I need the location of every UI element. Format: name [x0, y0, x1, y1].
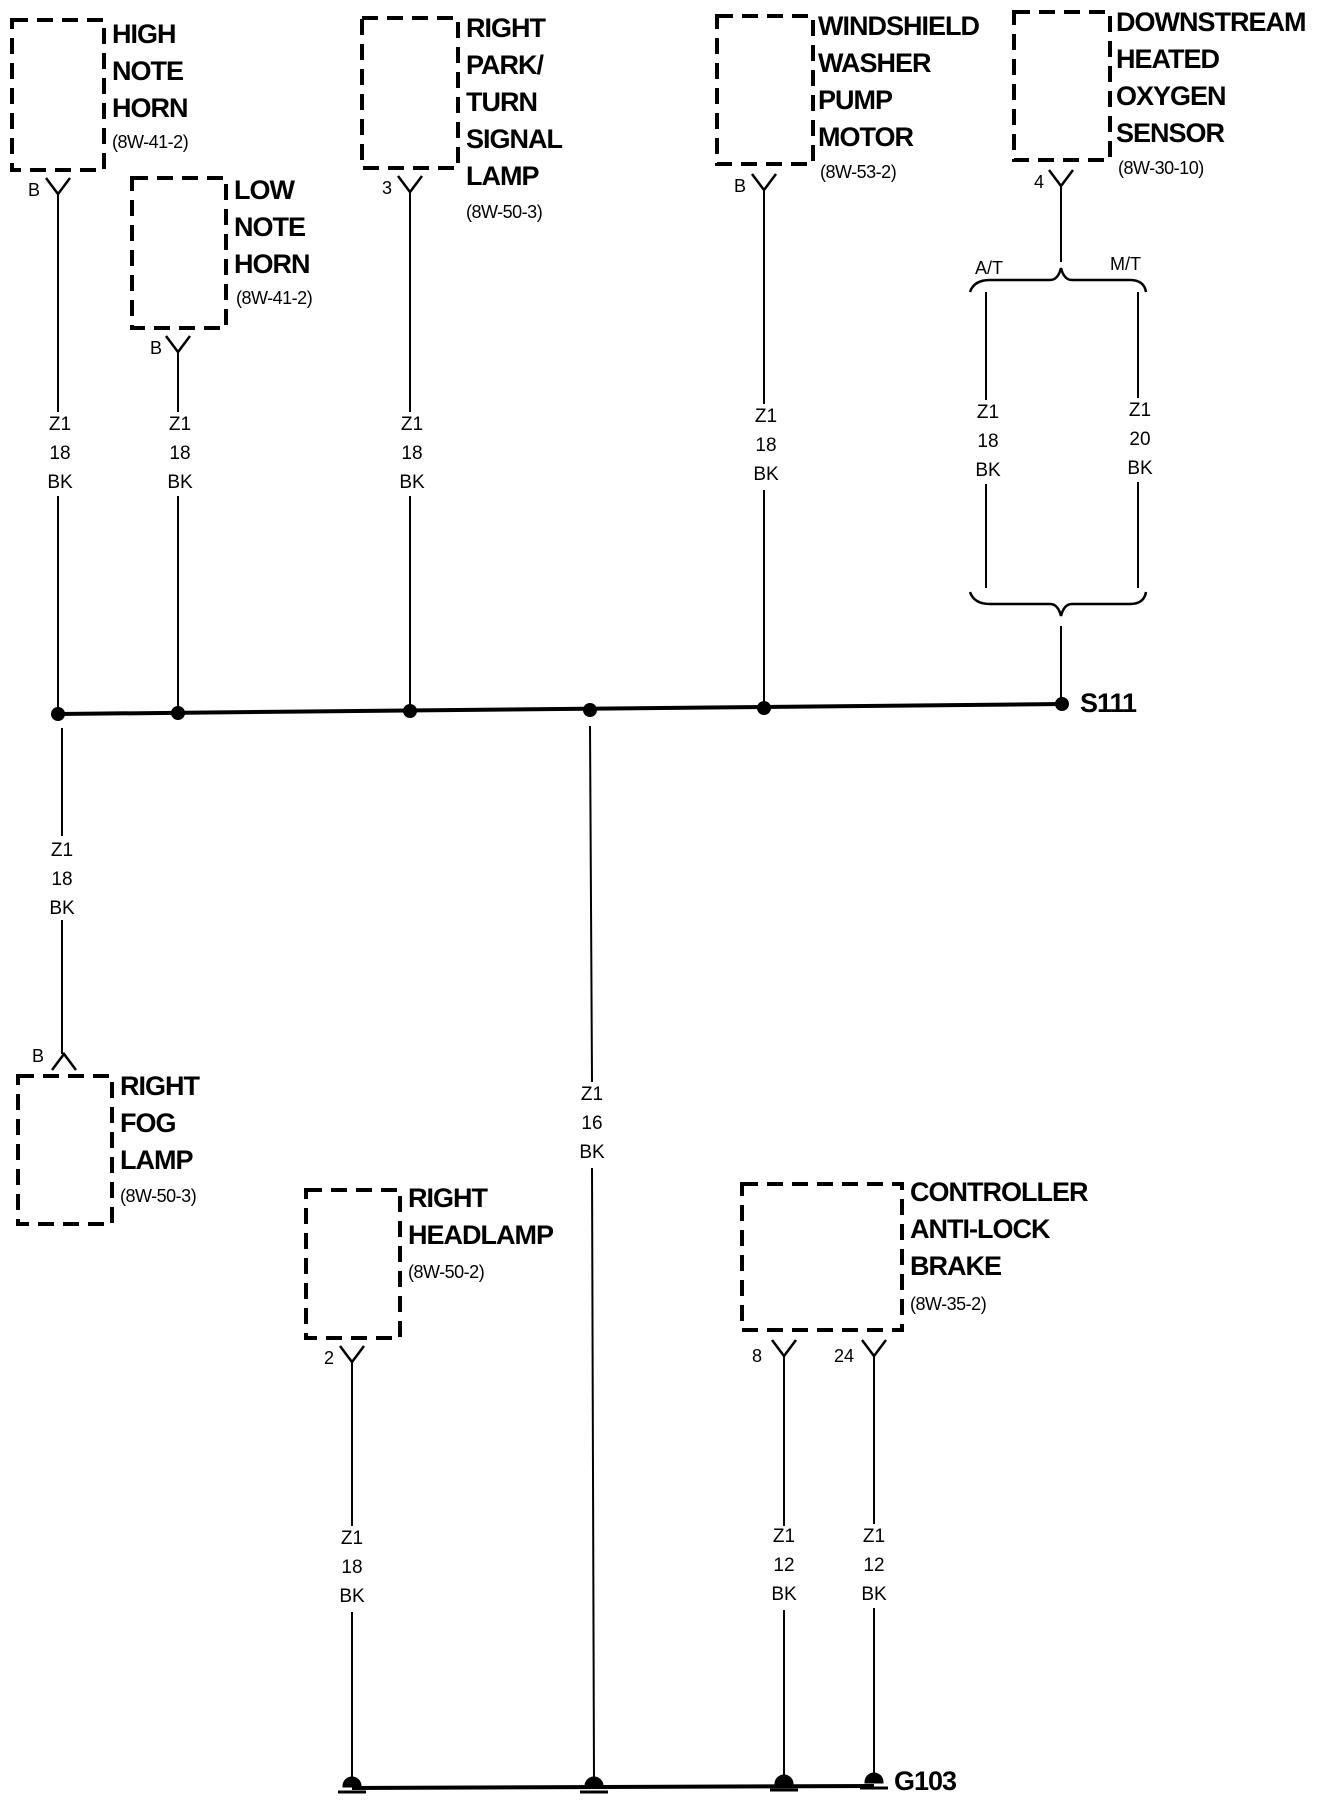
headlamp-label: RIGHT HEADLAMP — [408, 1183, 554, 1250]
oxygen-sensor-pin: 4 — [1034, 172, 1045, 192]
headlamp-connector-symbol — [339, 1345, 365, 1365]
washer-pump-motor-ref: (8W-53-2) — [820, 162, 897, 182]
right-fog-lamp-box — [16, 1074, 114, 1226]
option-mt-label: M/T — [1110, 254, 1141, 274]
abs-controller-ref: (8W-35-2) — [910, 1294, 987, 1314]
splice-node-low-horn — [171, 706, 185, 720]
wire-label-o2-mt: Z1 20 BK — [1127, 400, 1153, 479]
splice-node-washer — [757, 701, 771, 715]
wire-label-headlamp: Z1 18 BK — [339, 1528, 365, 1607]
splice-node-park-lamp — [403, 704, 417, 718]
wire-label-park-lamp: Z1 18 BK — [399, 414, 425, 493]
option-at-label: A/T — [975, 258, 1004, 278]
abs-pin8-connector-symbol — [771, 1339, 797, 1359]
splice-node-high-horn — [51, 707, 65, 721]
wire-label-trunk: Z1 16 BK — [579, 1084, 605, 1163]
washer-pump-motor-box — [715, 14, 815, 166]
ground-symbol-g103 — [860, 1772, 888, 1790]
park-lamp-connector-symbol — [397, 175, 423, 195]
oxygen-sensor-label: DOWNSTREAM HEATED OXYGEN SENSOR — [1116, 7, 1306, 148]
o2-selector-brace-top — [968, 267, 1148, 293]
ground-bus-line — [351, 1784, 875, 1790]
low-note-horn-box — [130, 176, 228, 330]
fog-lamp-pin: B — [32, 1046, 45, 1066]
wire-label-high-horn: Z1 18 BK — [47, 414, 73, 493]
splice-s111-label: S111 — [1080, 688, 1137, 718]
wire-label-abs-8: Z1 12 BK — [771, 1526, 797, 1605]
washer-connector-symbol — [751, 173, 777, 193]
o2-connector-symbol — [1048, 169, 1074, 189]
washer-pump-motor-label: WINDSHIELD WASHER PUMP MOTOR — [818, 11, 980, 152]
high-note-horn-box — [10, 18, 106, 172]
washer-pump-motor-pin: B — [734, 176, 747, 196]
splice-bus-line — [57, 702, 1063, 716]
park-turn-lamp-label: RIGHT PARK/ TURN SIGNAL LAMP — [466, 13, 563, 191]
high-note-horn-ref: (8W-41-2) — [112, 132, 189, 152]
high-note-horn-pin: B — [28, 180, 41, 200]
wire-label-o2-at: Z1 18 BK — [975, 402, 1001, 481]
low-note-horn-ref: (8W-41-2) — [236, 288, 313, 308]
wire-label-washer: Z1 18 BK — [753, 406, 779, 485]
fog-connector-symbol — [51, 1051, 77, 1071]
splice-node-s111 — [1055, 697, 1069, 711]
ground-g103-label: G103 — [894, 1766, 957, 1796]
ground-symbol-abs-8 — [770, 1774, 798, 1792]
park-turn-lamp-pin: 3 — [382, 178, 393, 198]
high-note-horn-label: HIGH NOTE HORN — [112, 19, 188, 123]
ground-symbol-trunk — [580, 1776, 608, 1794]
right-headlamp-box — [304, 1188, 402, 1340]
fog-lamp-ref: (8W-50-3) — [120, 1186, 197, 1206]
park-turn-lamp-ref: (8W-50-3) — [466, 202, 543, 222]
abs-controller-label: CONTROLLER ANTI-LOCK BRAKE — [910, 1177, 1088, 1281]
o2-selector-brace-bottom — [968, 591, 1148, 617]
right-park-turn-lamp-box — [360, 16, 460, 170]
wire-trunk — [589, 725, 593, 1083]
headlamp-ref: (8W-50-2) — [408, 1262, 485, 1282]
wire-label-low-horn: Z1 18 BK — [167, 414, 193, 493]
abs-controller-pin-24: 24 — [834, 1346, 855, 1366]
low-horn-connector-symbol — [165, 335, 191, 355]
high-horn-connector-symbol — [45, 177, 71, 197]
oxygen-sensor-box — [1012, 10, 1112, 162]
low-note-horn-label: LOW NOTE HORN — [234, 175, 310, 279]
wire-label-abs-24: Z1 12 BK — [861, 1526, 887, 1605]
low-note-horn-pin: B — [150, 338, 163, 358]
splice-node-trunk — [583, 703, 597, 717]
abs-pin24-connector-symbol — [861, 1339, 887, 1359]
abs-controller-box — [740, 1182, 904, 1332]
fog-lamp-label: RIGHT FOG LAMP — [120, 1071, 200, 1175]
oxygen-sensor-ref: (8W-30-10) — [1118, 158, 1204, 178]
headlamp-pin: 2 — [324, 1348, 335, 1368]
wire-label-fog: Z1 18 BK — [49, 840, 75, 919]
abs-controller-pin-8: 8 — [752, 1346, 763, 1366]
ground-symbol-headlamp — [338, 1776, 366, 1794]
